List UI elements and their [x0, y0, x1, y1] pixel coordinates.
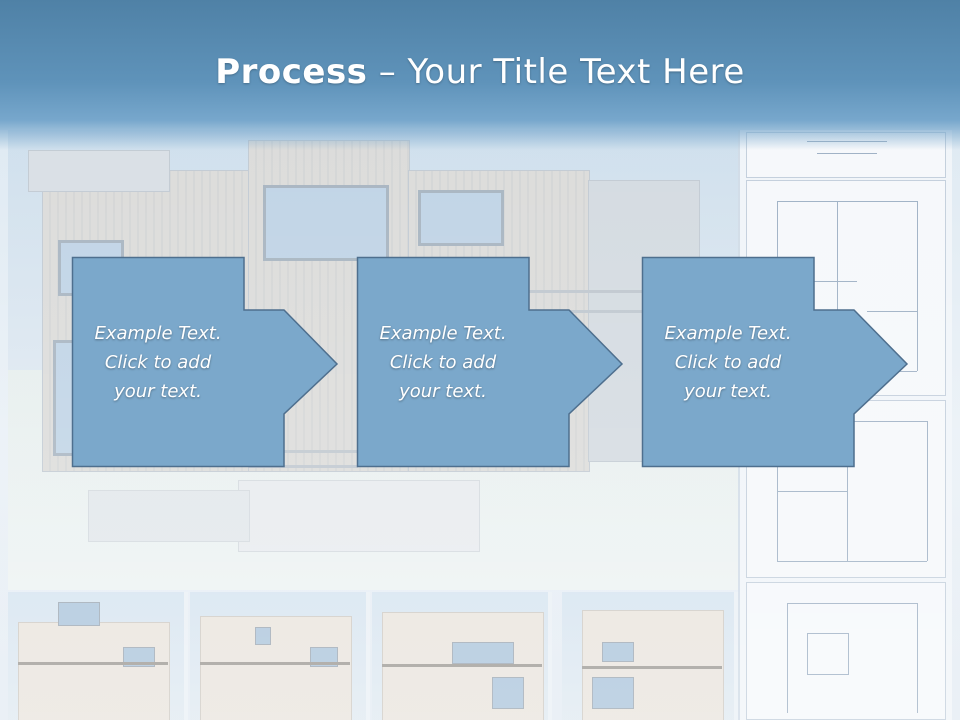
step-text-line: Example Text. — [664, 322, 792, 344]
step-text-line: Example Text. — [94, 322, 222, 344]
step-text-line: Example Text. — [379, 322, 507, 344]
thumbnail-house — [8, 592, 188, 720]
title-banner — [0, 0, 960, 150]
process-arrow-shape — [641, 256, 909, 468]
step-text-line: Click to add — [674, 351, 782, 373]
step-text-line: your text. — [114, 380, 202, 402]
title-bold: Process — [215, 52, 368, 92]
house-steps — [88, 490, 250, 542]
step-text-line: Click to add — [104, 351, 212, 373]
floor-plan — [746, 582, 946, 720]
house-roof-left — [28, 150, 170, 192]
balcony-rail — [248, 450, 358, 453]
process-step-2[interactable]: Example Text. Click to add your text. — [356, 256, 627, 468]
process-arrow-shape — [71, 256, 339, 468]
process-arrow-shape — [356, 256, 624, 468]
step-text[interactable]: Example Text. Click to add your text. — [642, 257, 814, 467]
balcony-rail — [528, 310, 648, 313]
thumbnail-house — [562, 592, 738, 720]
process-step-3[interactable]: Example Text. Click to add your text. — [641, 256, 912, 468]
thumbnail-house — [190, 592, 370, 720]
title-rest: – Your Title Text Here — [367, 52, 745, 92]
step-text[interactable]: Example Text. Click to add your text. — [357, 257, 529, 467]
process-step-1[interactable]: Example Text. Click to add your text. — [71, 256, 342, 468]
background-thumbnails — [8, 592, 738, 720]
step-text-line: your text. — [684, 380, 772, 402]
slide-title[interactable]: Process – Your Title Text Here — [0, 52, 960, 92]
step-text-line: Click to add — [389, 351, 497, 373]
house-window — [263, 185, 389, 261]
house-window — [418, 190, 504, 246]
step-text[interactable]: Example Text. Click to add your text. — [72, 257, 244, 467]
balcony-rail — [528, 290, 648, 293]
step-text-line: your text. — [399, 380, 487, 402]
balcony-rail — [248, 465, 358, 468]
thumbnail-house — [372, 592, 552, 720]
